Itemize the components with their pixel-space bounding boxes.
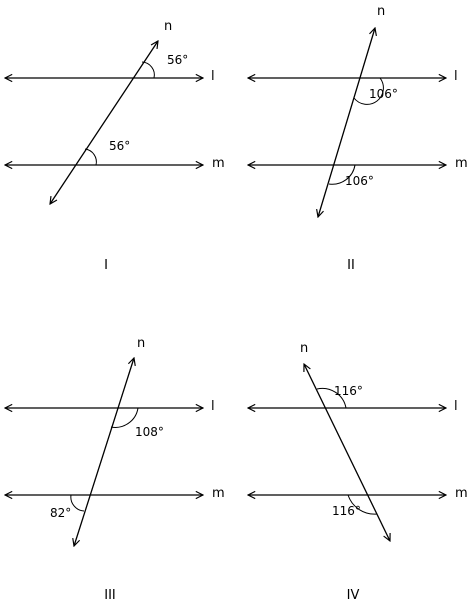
angle-label: 106° xyxy=(345,174,374,188)
angle-arc xyxy=(84,148,97,166)
panel-4: n l m 116° 116° IV xyxy=(248,341,468,603)
angle-arc xyxy=(141,61,155,79)
line-label-n: n xyxy=(300,341,308,356)
line-label-m: m xyxy=(212,156,225,171)
line-label-n: n xyxy=(164,19,172,34)
angle-arc xyxy=(70,494,85,512)
line-label-m: m xyxy=(455,156,468,171)
angle-arc xyxy=(328,164,356,185)
angle-label: 116° xyxy=(332,504,361,518)
panel-caption: IV xyxy=(347,588,360,603)
panel-caption: II xyxy=(347,258,355,273)
panel-caption: III xyxy=(104,588,116,603)
transversal-n xyxy=(318,28,375,217)
line-label-l: l xyxy=(211,399,215,414)
angle-arc xyxy=(316,387,347,409)
panel-caption: I xyxy=(104,258,108,273)
line-label-m: m xyxy=(212,486,225,501)
angle-label: 116° xyxy=(334,384,363,398)
line-label-l: l xyxy=(454,69,458,84)
angle-arc xyxy=(110,407,139,428)
line-label-l: l xyxy=(211,69,215,84)
angle-label: 56° xyxy=(109,139,130,153)
angle-arc xyxy=(353,77,384,105)
transversal-n xyxy=(50,41,158,204)
angle-label: 56° xyxy=(167,53,188,67)
angle-arc xyxy=(347,494,378,515)
angle-label: 82° xyxy=(50,506,71,520)
line-label-l: l xyxy=(454,399,458,414)
panel-1: n l m 56° 56° I xyxy=(5,19,225,273)
angle-label: 106° xyxy=(369,87,398,101)
panel-2: n l m 106° 106° II xyxy=(248,4,468,273)
line-label-n: n xyxy=(377,4,385,19)
transversal-n xyxy=(304,364,390,541)
panel-3: n l m 108° 82° III xyxy=(5,336,225,603)
line-label-n: n xyxy=(137,336,145,351)
angle-label: 108° xyxy=(135,425,164,439)
line-label-m: m xyxy=(455,486,468,501)
transversal-n xyxy=(74,358,134,546)
